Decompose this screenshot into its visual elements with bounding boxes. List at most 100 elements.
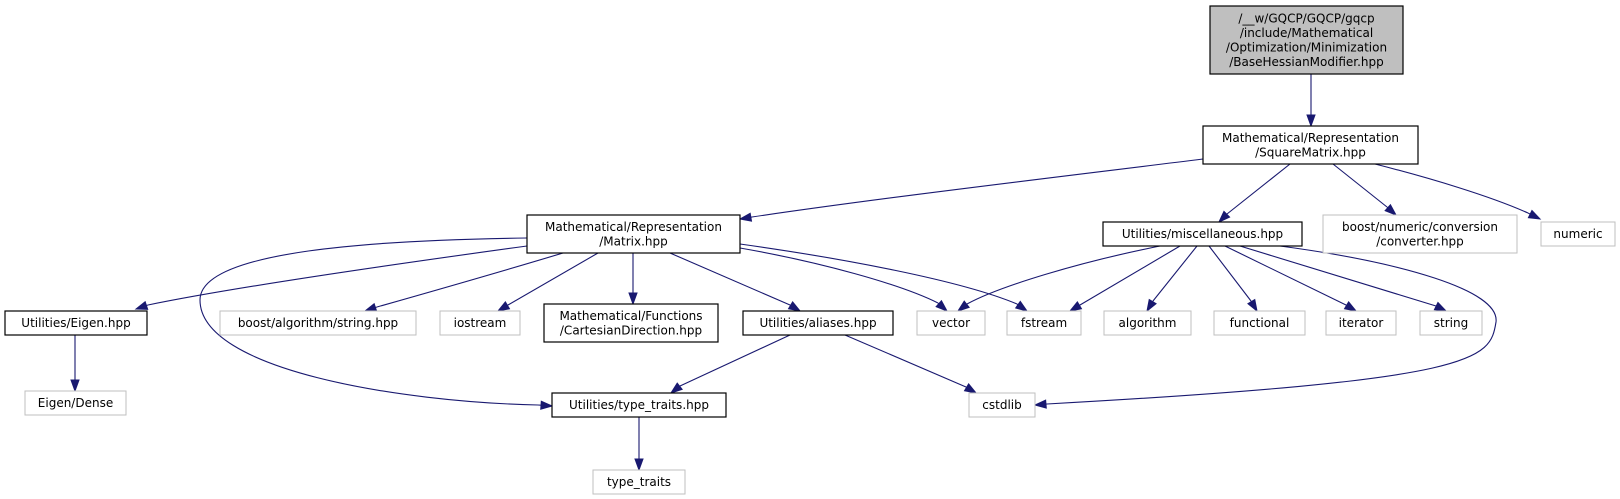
- arrowhead-eigen_hpp: [134, 300, 149, 310]
- arrowhead-eigen_dense: [70, 379, 80, 393]
- arrowhead-square_matrix: [1306, 114, 1316, 128]
- arrowhead-functional: [1247, 298, 1258, 313]
- edge-square_matrix-to-boost_converter: [1332, 163, 1388, 208]
- arrowhead-vector: [956, 300, 970, 312]
- edge-matrix-to-iostream: [507, 252, 599, 306]
- node-cartesian[interactable]: Mathematical/Functions/CartesianDirectio…: [543, 303, 719, 343]
- node-box: [543, 303, 719, 343]
- node-root[interactable]: /__w/GQCP/GQCP/gqcp/include/Mathematical…: [1209, 5, 1404, 75]
- node-box: [1322, 214, 1518, 254]
- node-string: string: [1419, 310, 1483, 336]
- arrowhead-fstream: [1014, 300, 1029, 312]
- arrowhead-matrix: [738, 212, 753, 222]
- edge-matrix-to-eigen_hpp: [147, 245, 528, 306]
- arrowhead-aliases: [787, 301, 802, 312]
- edge-matrix-to-boost_string: [376, 252, 564, 308]
- node-box: [551, 392, 727, 418]
- node-boost-string: boost/algorithm/string.hpp: [219, 310, 417, 336]
- edge-miscellaneous-to-vector: [966, 245, 1161, 305]
- arrowhead-type_traits: [634, 458, 644, 472]
- node-type-traits-hpp[interactable]: Utilities/type_traits.hpp: [551, 392, 727, 418]
- node-box: [742, 310, 894, 336]
- node-label-line: Eigen/Dense: [38, 396, 113, 410]
- arrowhead-fstream: [1068, 301, 1083, 312]
- dependency-edges: [70, 74, 1542, 472]
- node-label-line: Utilities/type_traits.hpp: [569, 398, 709, 412]
- node-box: [219, 310, 417, 336]
- arrowhead-string: [1433, 301, 1448, 312]
- node-label-line: iostream: [454, 316, 507, 330]
- node-label-line: /SquareMatrix.hpp: [1255, 145, 1366, 159]
- node-label-line: boost/algorithm/string.hpp: [238, 316, 398, 330]
- edge-tail-eigen_hpp: [146, 304, 149, 307]
- node-label-line: Mathematical/Representation: [545, 220, 722, 234]
- node-matrix[interactable]: Mathematical/Representation/Matrix.hpp: [526, 214, 741, 254]
- node-label-line: string: [1434, 316, 1468, 330]
- node-label-line: /Optimization/Minimization: [1226, 40, 1387, 54]
- edge-tail-boost_converter: [1386, 206, 1389, 209]
- node-eigen-dense: Eigen/Dense: [24, 390, 127, 416]
- node-label-line: Utilities/aliases.hpp: [759, 316, 876, 330]
- arrowhead-numeric: [1527, 209, 1542, 220]
- node-box: [1102, 221, 1303, 247]
- node-box: [968, 392, 1036, 418]
- arrowhead-cstdlib: [963, 383, 978, 394]
- edge-aliases-to-cstdlib: [844, 334, 967, 388]
- node-label-line: /Matrix.hpp: [599, 234, 667, 248]
- node-box: [1209, 5, 1404, 75]
- node-square-matrix[interactable]: Mathematical/Representation/SquareMatrix…: [1202, 125, 1419, 165]
- arrowhead-cartesian: [628, 292, 638, 306]
- edge-matrix-to-aliases: [669, 252, 791, 306]
- node-functional: functional: [1213, 310, 1306, 336]
- arrowhead-boost_converter: [1384, 203, 1398, 216]
- edge-miscellaneous-to-algorithm: [1152, 245, 1198, 302]
- edge-miscellaneous-to-cstdlib: [1046, 245, 1497, 405]
- node-box: [1325, 310, 1397, 336]
- arrowhead-boost_string: [363, 302, 378, 312]
- arrowhead-miscellaneous: [1217, 210, 1231, 224]
- arrowhead-cstdlib: [1033, 399, 1047, 409]
- node-cstdlib: cstdlib: [968, 392, 1036, 418]
- edge-miscellaneous-to-functional: [1208, 245, 1252, 302]
- dependency-nodes: /__w/GQCP/GQCP/gqcp/include/Mathematical…: [4, 5, 1616, 495]
- node-label-line: boost/numeric/conversion: [1342, 220, 1498, 234]
- node-label-line: cstdlib: [982, 398, 1021, 412]
- edge-matrix-to-vector: [739, 247, 939, 304]
- arrowhead-iostream: [496, 301, 511, 312]
- node-miscellaneous[interactable]: Utilities/miscellaneous.hpp: [1102, 221, 1303, 247]
- node-box: [1213, 310, 1306, 336]
- node-aliases[interactable]: Utilities/aliases.hpp: [742, 310, 894, 336]
- arrowhead-type_traits_hpp: [669, 382, 683, 394]
- edge-square_matrix-to-matrix: [751, 158, 1204, 218]
- node-label-line: functional: [1230, 316, 1290, 330]
- node-box: [4, 310, 148, 336]
- node-label-line: /CartesianDirection.hpp: [560, 323, 702, 337]
- node-fstream: fstream: [1006, 310, 1082, 336]
- node-algorithm: algorithm: [1103, 310, 1192, 336]
- node-type-traits: type_traits: [592, 469, 686, 495]
- node-box: [1419, 310, 1483, 336]
- node-box: [439, 310, 521, 336]
- node-eigen-hpp[interactable]: Utilities/Eigen.hpp: [4, 310, 148, 336]
- node-label-line: algorithm: [1119, 316, 1177, 330]
- edge-miscellaneous-to-string: [1239, 245, 1437, 307]
- node-box: [1540, 221, 1616, 247]
- node-box: [1006, 310, 1082, 336]
- edge-square_matrix-to-numeric: [1374, 163, 1529, 214]
- edge-tail-boost_string: [375, 306, 378, 309]
- node-box: [526, 214, 741, 254]
- node-label-line: Utilities/Eigen.hpp: [21, 316, 130, 330]
- node-box: [916, 310, 986, 336]
- node-label-line: type_traits: [607, 475, 671, 489]
- node-label-line: /converter.hpp: [1376, 234, 1464, 248]
- node-iostream: iostream: [439, 310, 521, 336]
- node-box: [24, 390, 127, 416]
- edge-miscellaneous-to-fstream: [1079, 245, 1181, 306]
- node-box: [1202, 125, 1419, 165]
- node-label-line: Mathematical/Representation: [1222, 131, 1399, 145]
- edge-square_matrix-to-miscellaneous: [1226, 163, 1291, 215]
- node-label-line: Utilities/miscellaneous.hpp: [1122, 227, 1283, 241]
- arrowhead-type_traits_hpp: [540, 400, 554, 410]
- node-numeric: numeric: [1540, 221, 1616, 247]
- node-boost-converter: boost/numeric/conversion/converter.hpp: [1322, 214, 1518, 254]
